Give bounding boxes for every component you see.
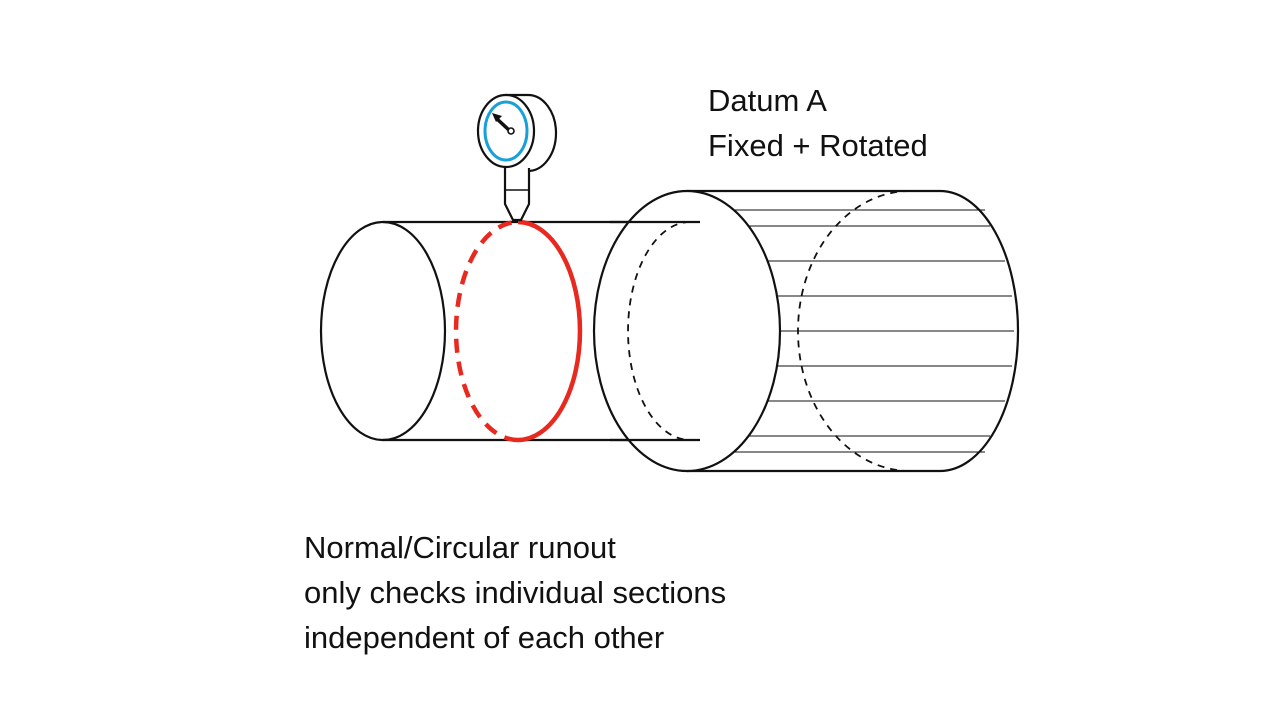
part-end-face xyxy=(319,220,447,442)
datum-far-end xyxy=(939,189,1020,473)
runout-note-line3: independent of each other xyxy=(304,620,665,655)
gauge-needle xyxy=(494,116,512,133)
measured-section-front xyxy=(517,219,583,443)
measured-section xyxy=(453,219,583,443)
gauge-stem xyxy=(503,168,531,222)
datum-label: Datum A Fixed + Rotated xyxy=(708,78,928,168)
part-inside-datum xyxy=(610,220,700,442)
runout-note: Normal/Circular runout only checks indiv… xyxy=(304,525,726,660)
measured-section-back xyxy=(453,219,519,443)
runout-note-line2: only checks individual sections xyxy=(304,575,727,610)
dial-indicator-icon xyxy=(476,93,558,222)
datum-label-line1: Datum A xyxy=(708,83,827,118)
datum-end-face xyxy=(592,189,782,473)
datum-far-end-hidden xyxy=(797,190,911,472)
gauge-dial xyxy=(483,100,529,162)
datum-label-line2: Fixed + Rotated xyxy=(708,128,928,163)
runout-note-line1: Normal/Circular runout xyxy=(304,530,616,565)
datum-bore-hidden xyxy=(627,221,691,441)
datum-cylinder xyxy=(592,189,1020,473)
